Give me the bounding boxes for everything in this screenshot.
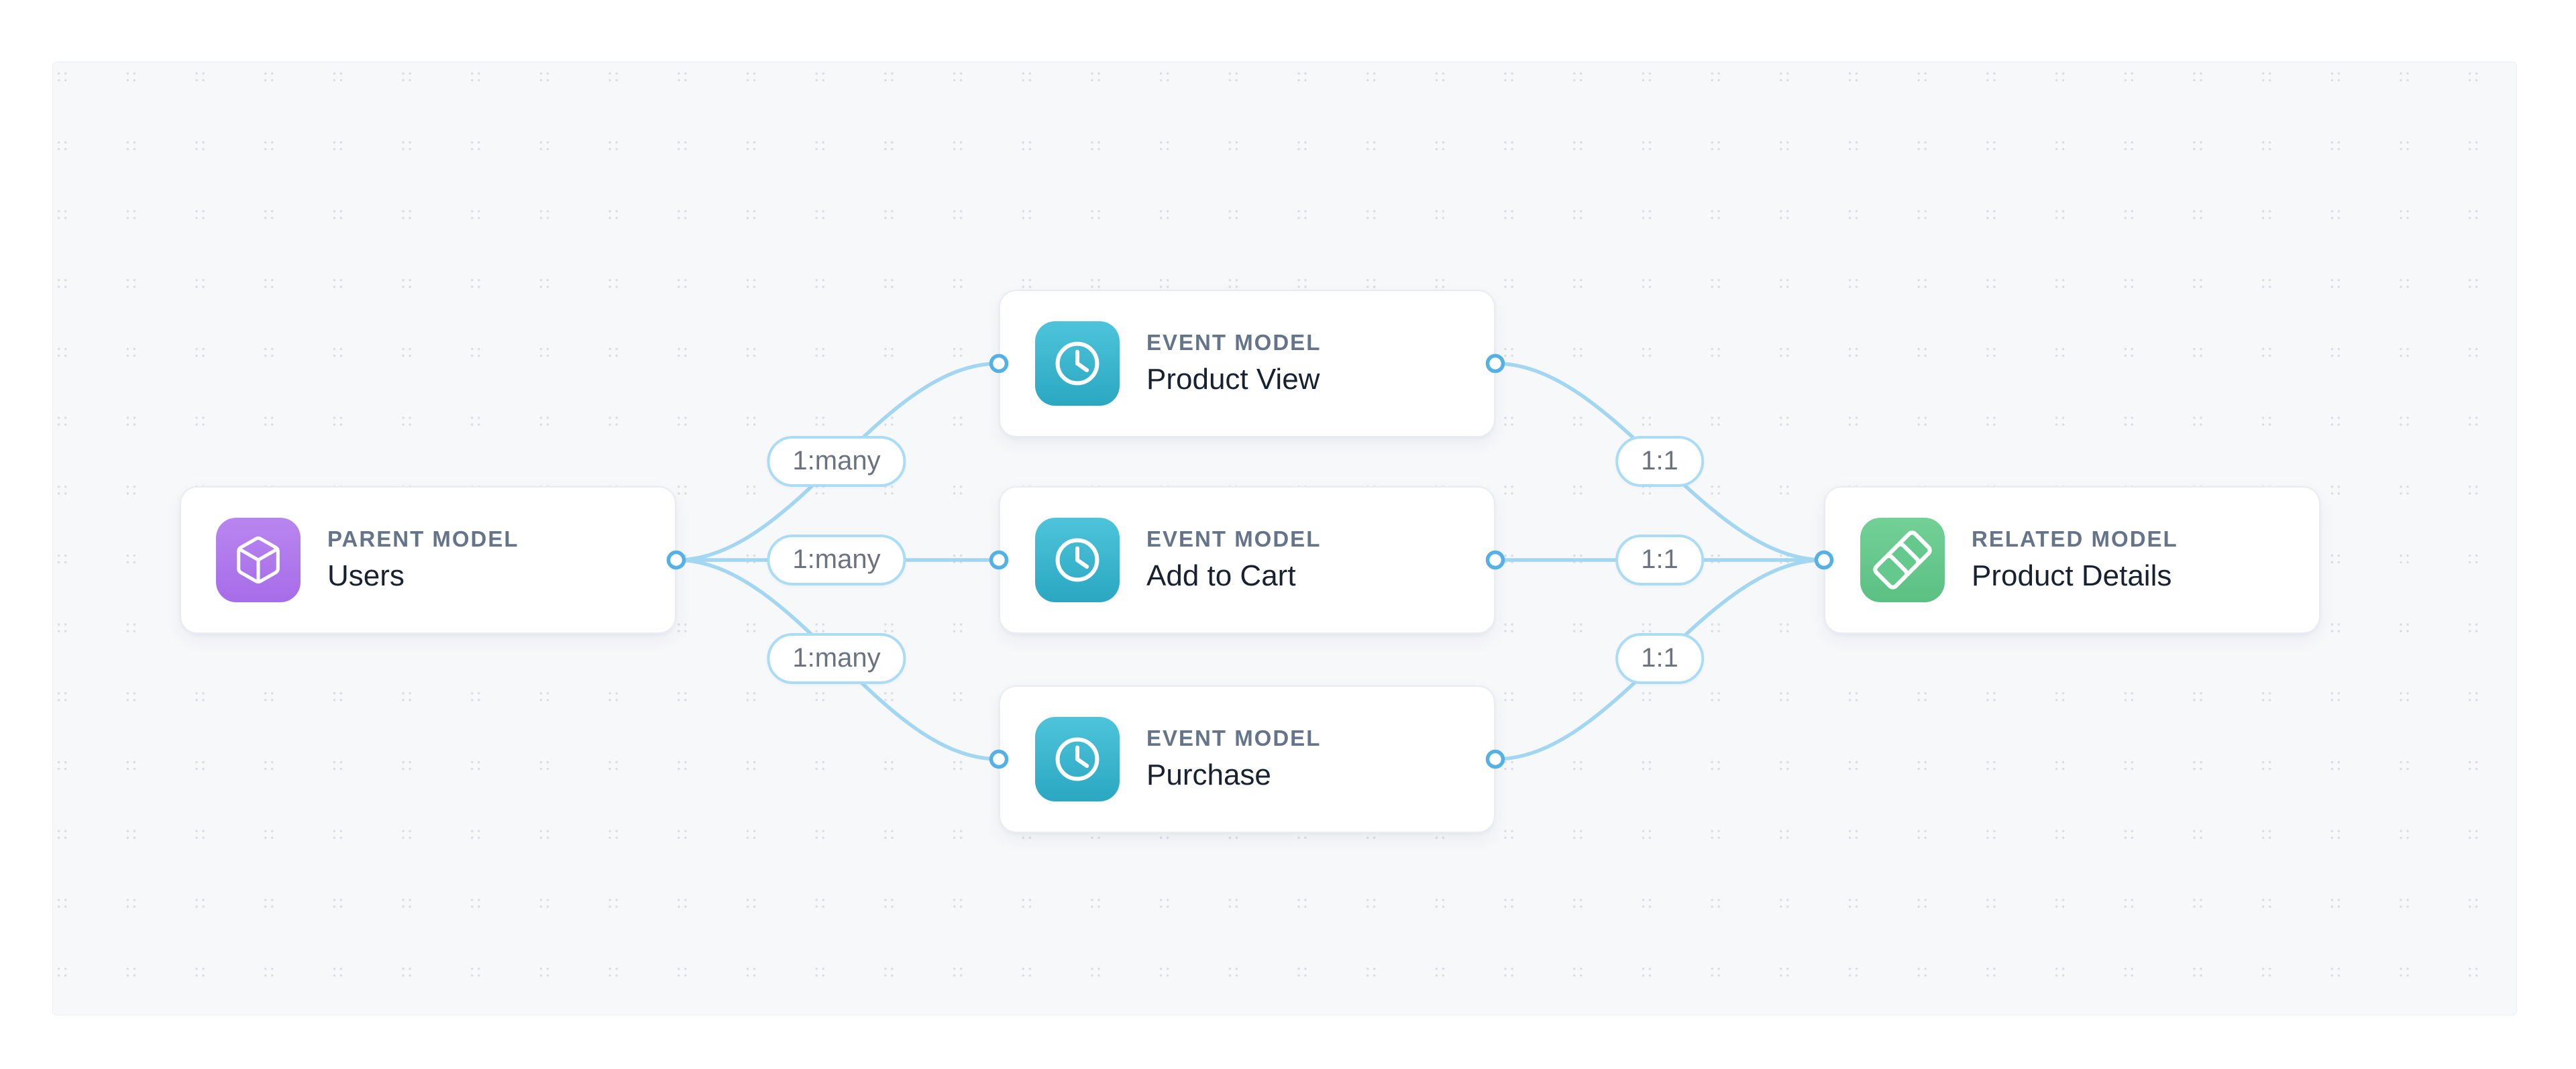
node-name: Purchase xyxy=(1146,758,1271,791)
node-name: Product Details xyxy=(1972,559,2172,592)
node-type-label: EVENT MODEL xyxy=(1146,329,1322,355)
clock-icon xyxy=(1035,717,1120,801)
node-event-model-purchase[interactable]: EVENT MODEL Purchase xyxy=(999,685,1495,833)
node-type-label: RELATED MODEL xyxy=(1972,526,2178,551)
clock-icon xyxy=(1035,321,1120,406)
relationship-label[interactable]: 1:1 xyxy=(1615,436,1704,487)
relationship-label[interactable]: 1:many xyxy=(767,633,906,684)
relationship-label[interactable]: 1:many xyxy=(767,436,906,487)
node-name: Product View xyxy=(1146,362,1320,396)
node-type-label: PARENT MODEL xyxy=(327,526,519,551)
node-event-model-add-to-cart[interactable]: EVENT MODEL Add to Cart xyxy=(999,486,1495,634)
relationship-label[interactable]: 1:many xyxy=(767,534,906,585)
node-parent-model-users[interactable]: PARENT MODEL Users xyxy=(180,486,676,634)
node-type-label: EVENT MODEL xyxy=(1146,725,1322,750)
clock-icon xyxy=(1035,518,1120,602)
node-event-model-product-view[interactable]: EVENT MODEL Product View xyxy=(999,290,1495,437)
layers-icon xyxy=(1860,518,1945,602)
node-related-model-product-details[interactable]: RELATED MODEL Product Details xyxy=(1824,486,2320,634)
relationship-label[interactable]: 1:1 xyxy=(1615,633,1704,684)
cube-icon xyxy=(216,518,301,602)
node-type-label: EVENT MODEL xyxy=(1146,526,1322,551)
relationship-label[interactable]: 1:1 xyxy=(1615,534,1704,585)
node-name: Add to Cart xyxy=(1146,559,1296,592)
node-name: Users xyxy=(327,559,405,592)
